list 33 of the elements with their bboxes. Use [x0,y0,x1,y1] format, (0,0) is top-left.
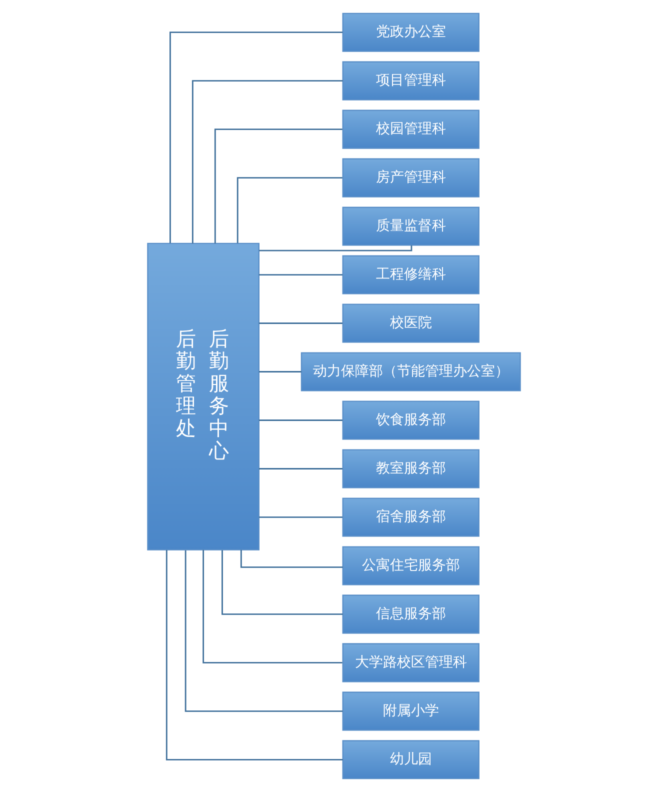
connector [165,550,342,760]
connector [258,274,342,276]
node-box: 党政办公室 [342,12,479,52]
node-box: 质量监督科 [342,206,479,246]
connector [184,550,342,712]
node-box: 房产管理科 [342,158,479,198]
node-box: 后勤管理处 后勤服务中心 [146,242,259,550]
connector [236,177,342,244]
node-box: 动力保障部（节能管理办公室） [300,352,520,392]
node-box: 信息服务部 [342,594,479,634]
connector [221,550,342,615]
connector [240,550,342,568]
node-box: 公寓住宅服务部 [342,546,479,586]
connector [168,32,342,244]
node-box: 幼儿园 [342,740,479,780]
connector [258,322,342,324]
node-box: 项目管理科 [342,61,479,100]
node-box: 校园管理科 [342,110,479,149]
connector [258,420,342,421]
node-box: 附属小学 [342,692,479,731]
connector [191,80,342,244]
connector [202,550,342,664]
node-box: 宿舍服务部 [342,498,479,537]
connector [258,371,301,372]
node-box: 大学路校区管理科 [342,643,479,682]
node-box: 饮食服务部 [342,400,479,440]
node-box: 教室服务部 [342,449,479,488]
connector [258,245,412,252]
connector [258,468,342,470]
node-box: 工程修缮科 [342,255,479,294]
connector [214,128,342,244]
connector [258,516,342,518]
node-box: 校医院 [342,304,479,343]
